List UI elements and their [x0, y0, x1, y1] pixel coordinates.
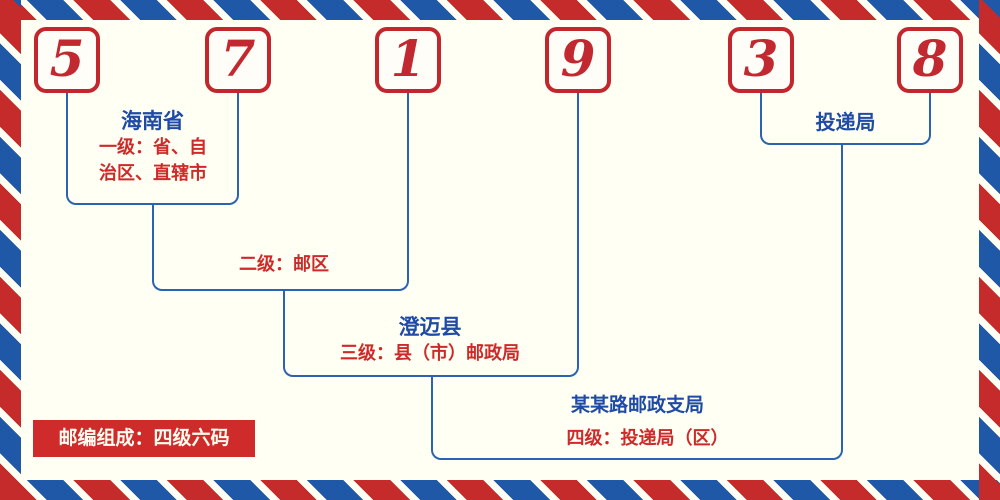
level2-description: 二级：邮区: [239, 254, 329, 275]
postal-digit-5: 3: [743, 29, 779, 88]
level2-elbow-right-line: [284, 93, 409, 291]
postal-digit-box-2: 7: [205, 27, 271, 93]
airmail-border-bottom: [0, 480, 1000, 500]
level4-description: 四级：投递局（区）: [566, 428, 729, 449]
postal-code-composition-badge: 邮编组成：四级六码: [33, 420, 255, 457]
level1-description: 一级：省、自治区、直辖市: [99, 137, 207, 184]
level1-place-name: 海南省: [121, 109, 184, 133]
level1-bracket-line: [66, 93, 239, 205]
level4-elbow-left-line: [431, 376, 638, 460]
delivery-bureau-label: 投递局: [815, 110, 876, 134]
postal-digit-4: 9: [560, 29, 596, 88]
level4-place-name: 某某路邮政支局: [570, 394, 704, 416]
level3-elbow-left-line: [283, 290, 433, 377]
level2-elbow-left-line: [152, 205, 284, 291]
postal-digit-box-4: 9: [545, 27, 611, 93]
postal-digit-box-6: 8: [897, 27, 963, 93]
airmail-border-top: [0, 0, 1000, 20]
airmail-border-right: [979, 0, 1000, 500]
postal-digit-box-5: 3: [728, 27, 794, 93]
level4-elbow-right-line: [638, 144, 843, 460]
postal-digit-box-3: 1: [375, 27, 441, 93]
postal-digit-2: 7: [220, 29, 256, 88]
postal-digit-6: 8: [912, 29, 948, 88]
level3-description: 三级：县（市）邮政局: [340, 343, 520, 364]
delivery-bracket-line: [760, 93, 931, 145]
postal-digit-3: 1: [390, 29, 426, 88]
postal-digit-box-1: 5: [34, 27, 100, 93]
airmail-border-left: [0, 0, 21, 500]
level3-elbow-right-line: [433, 93, 579, 377]
postal-digit-1: 5: [49, 29, 85, 88]
level3-place-name: 澄迈县: [398, 315, 462, 339]
